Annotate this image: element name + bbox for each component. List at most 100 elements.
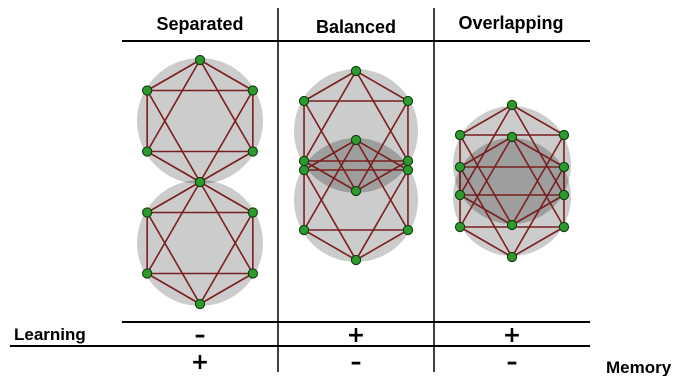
node-dot <box>558 129 570 141</box>
edge-line <box>511 136 565 168</box>
edge-line <box>355 169 409 261</box>
edge-line <box>355 139 409 231</box>
memory-sign-overlapping: – <box>507 350 518 375</box>
network-separated <box>137 54 263 310</box>
edge-line <box>459 104 513 136</box>
memory-sign-balanced: – <box>351 350 362 375</box>
edge-line <box>303 229 357 261</box>
edge-line <box>146 59 201 92</box>
assembly-disc-bottom <box>137 180 263 306</box>
edge-line <box>146 59 201 152</box>
node-dot <box>247 146 258 157</box>
overlap-region <box>294 138 418 193</box>
node-dot <box>298 224 310 236</box>
edge-line <box>146 212 201 305</box>
node-dot <box>454 189 466 201</box>
node-dot <box>506 219 518 231</box>
column-header-overlapping: Overlapping <box>458 13 563 33</box>
node-dot <box>247 207 258 218</box>
node-dot <box>194 54 206 66</box>
edge-line <box>459 226 513 258</box>
edge-line <box>355 139 409 171</box>
edge-line <box>146 90 201 183</box>
node-dot <box>558 189 570 201</box>
edge-line <box>511 194 565 226</box>
learning-sign-balanced: + <box>347 323 365 348</box>
assembly-disc-top <box>137 58 263 184</box>
edge-line <box>303 139 357 231</box>
node-dot <box>298 155 310 167</box>
edge-line <box>511 166 565 258</box>
node-dot <box>454 221 466 233</box>
edge-line <box>303 100 357 192</box>
node-dot <box>350 134 362 146</box>
edge-line <box>199 181 254 214</box>
edge-line <box>199 181 254 274</box>
edge-line <box>199 59 254 92</box>
edge-line <box>303 169 357 261</box>
node-dot <box>506 131 518 143</box>
edge-line <box>146 181 201 274</box>
node-dot <box>142 146 153 157</box>
node-dot <box>142 85 153 96</box>
edge-line <box>459 136 513 228</box>
edge-line <box>459 194 513 226</box>
edge-line <box>199 59 254 152</box>
edge-line <box>355 70 409 162</box>
edge-line <box>459 166 513 258</box>
node-dot <box>350 254 362 266</box>
memory-sign-separated: + <box>191 350 209 375</box>
node-dot <box>298 95 310 107</box>
node-dot <box>247 85 258 96</box>
node-dot <box>402 224 414 236</box>
node-dot <box>454 161 466 173</box>
edge-line <box>146 181 201 214</box>
node-dot <box>506 251 518 263</box>
node-dot <box>350 65 362 77</box>
node-dot <box>350 185 362 197</box>
row-label-memory: Memory <box>606 358 672 376</box>
node-dot <box>402 164 414 176</box>
edge-line <box>511 104 565 136</box>
row-label-learning: Learning <box>14 325 86 344</box>
edge-line <box>355 70 409 102</box>
node-dot <box>402 95 414 107</box>
node-dot <box>142 268 153 279</box>
node-dot <box>506 99 518 111</box>
node-dot <box>558 221 570 233</box>
edge-line <box>303 70 357 162</box>
network-overlapping <box>453 99 571 263</box>
node-dot <box>194 176 206 188</box>
edge-line <box>459 134 513 226</box>
edge-line <box>303 139 357 171</box>
node-dot <box>298 164 310 176</box>
edge-line <box>199 90 254 183</box>
network-balanced <box>294 65 418 266</box>
edge-line <box>511 136 565 228</box>
column-header-balanced: Balanced <box>316 17 396 37</box>
edge-line <box>511 104 565 196</box>
node-dot <box>194 298 206 310</box>
edge-line <box>511 226 565 258</box>
learning-sign-separated: – <box>195 323 206 348</box>
edge-line <box>199 212 254 305</box>
edge-line <box>355 160 409 192</box>
edge-line <box>459 136 513 168</box>
edge-line <box>199 150 254 183</box>
edge-line <box>511 134 565 226</box>
edge-line <box>355 100 409 192</box>
edge-line <box>303 70 357 102</box>
learning-sign-overlapping: + <box>503 323 521 348</box>
edge-line <box>146 272 201 305</box>
edge-line <box>199 272 254 305</box>
column-header-separated: Separated <box>156 14 243 34</box>
edge-line <box>303 160 357 192</box>
edge-line <box>146 150 201 183</box>
edge-line <box>459 104 513 196</box>
node-dot <box>558 161 570 173</box>
node-dot <box>247 268 258 279</box>
node-dot <box>142 207 153 218</box>
edge-line <box>355 229 409 261</box>
node-dot <box>454 129 466 141</box>
